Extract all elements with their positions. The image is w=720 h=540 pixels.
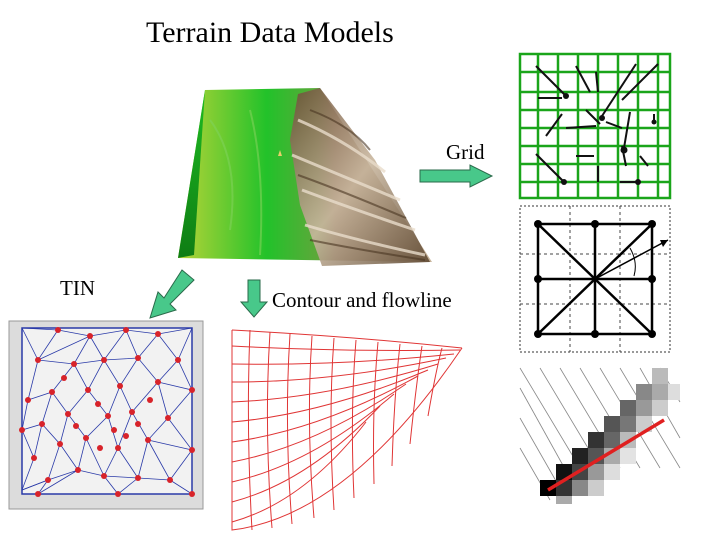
grid-label: Grid (446, 140, 485, 164)
grid-flow-panel (518, 52, 672, 200)
contour-flowline-panel (231, 329, 463, 531)
terrain-3d-model (178, 88, 432, 266)
contour-label: Contour and flowline (272, 288, 452, 312)
d8-neighbourhood-panel (519, 205, 671, 353)
arrow-to-tin (149, 269, 195, 319)
tin-label: TIN (60, 276, 95, 300)
tin-network-panel (8, 320, 204, 510)
raster-flowpath-panel (519, 367, 681, 504)
arrow-to-grid (419, 164, 494, 188)
arrow-to-contour (239, 279, 269, 318)
page-title: Terrain Data Models (146, 16, 394, 49)
